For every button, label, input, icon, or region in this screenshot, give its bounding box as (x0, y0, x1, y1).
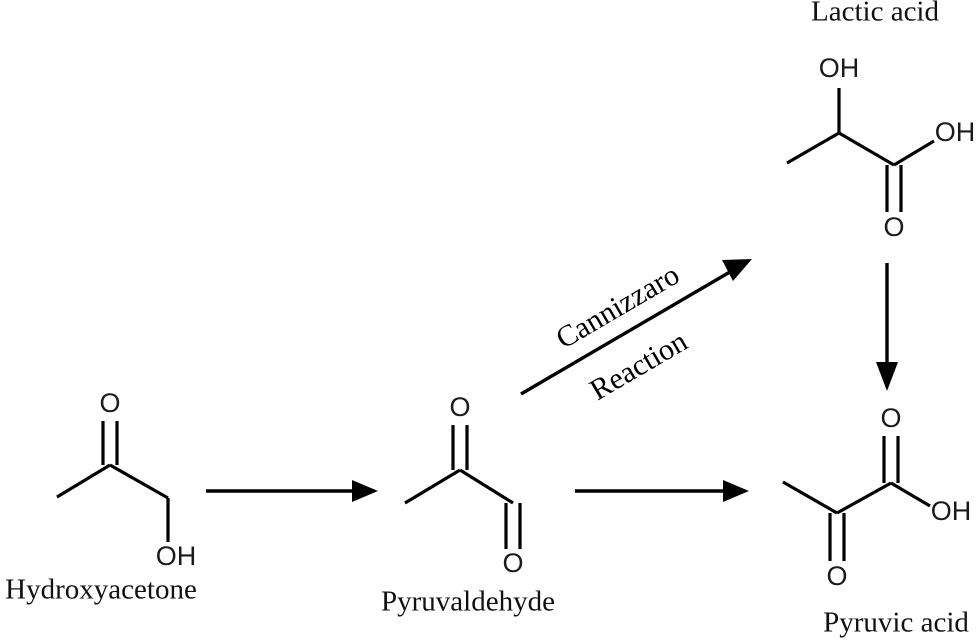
structure-lactic-acid: Lactic acid OH OH O (786, 0, 976, 242)
structure-pyruvic-acid: O O OH Pyruvic acid (782, 403, 972, 639)
bond-methyl-c2 (56, 463, 111, 499)
structure-pyruvaldehyde: O O Pyruvaldehyde (381, 392, 555, 618)
atom-label-hydroxyl-top: OH (819, 53, 860, 83)
atom-label-acid-oh: OH (931, 496, 972, 526)
arrow-cannizzaro: Cannizzaro Reaction (520, 258, 752, 407)
atom-label-acid-o: O (880, 403, 901, 433)
arrow-oxidation-head (876, 362, 898, 391)
atom-label-oh: OH (156, 541, 197, 571)
bond-c1-oh (893, 139, 935, 167)
bond-methyl-c3 (782, 480, 838, 515)
arrow-step1 (206, 480, 378, 502)
arrow-step2-head (723, 480, 749, 502)
compound-label-hydroxyacetone: Hydroxyacetone (5, 574, 197, 606)
compound-label-lactic-acid: Lactic acid (811, 0, 939, 28)
atom-label-aldehyde-o: O (502, 548, 523, 578)
bond-c1-oh (890, 481, 931, 508)
arrow-step1-head (352, 480, 378, 502)
atom-label-ketone-o: O (449, 392, 470, 422)
atom-label-ketone-o: O (826, 561, 847, 591)
bond-c3-c1 (836, 481, 892, 515)
structure-hydroxyacetone: O OH Hydroxyacetone (5, 388, 197, 606)
arrow-cannizzaro-label-line2: Reaction (584, 325, 693, 407)
atom-label-acid-oh: OH (935, 117, 976, 147)
compound-label-pyruvaldehyde: Pyruvaldehyde (381, 586, 555, 618)
arrow-cannizzaro-line (520, 267, 736, 396)
arrow-oxidation (876, 263, 898, 391)
bond-c2-c3 (459, 468, 514, 505)
atom-label-o: O (99, 388, 120, 418)
bond-methyl-c2 (404, 468, 461, 505)
compound-label-pyruvic-acid: Pyruvic acid (823, 607, 969, 639)
bond-c2-c3 (109, 463, 169, 500)
bond-c2-c1 (838, 131, 895, 167)
bond-methyl-c2 (786, 131, 840, 165)
arrow-step2 (575, 480, 749, 502)
arrow-cannizzaro-head (722, 259, 752, 281)
atom-label-carbonyl-o: O (883, 212, 904, 242)
